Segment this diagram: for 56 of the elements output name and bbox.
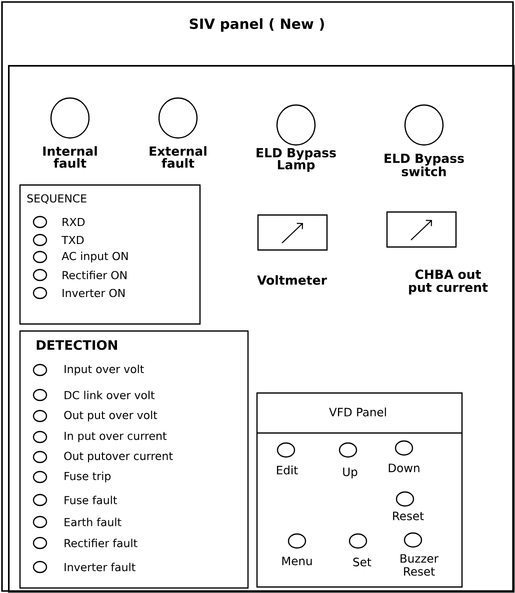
node-label: Edit [276, 466, 298, 474]
node-label: DC link over volt [64, 390, 155, 400]
push-button: Edit [276, 442, 298, 474]
push-button: Menu [282, 533, 312, 566]
node-label: Up [343, 468, 358, 478]
push-button: Set [348, 533, 372, 566]
indicator-lamp: AC input ON [32, 250, 128, 264]
indicator-lamp: Rectifier fault [32, 536, 138, 550]
node-label: Menu [282, 556, 312, 566]
node-label: External fault [150, 146, 206, 168]
indicator-lamp: Out putover current [32, 450, 173, 464]
node-label: Input over volt [64, 364, 144, 376]
indicator-lamp: Fuse fault [32, 494, 117, 506]
node-label: ELD Bypass switch [384, 154, 464, 176]
indicator-lamp: Fuse trip [32, 470, 111, 484]
node-label: Rectifier fault [64, 538, 138, 548]
push-button: Reset [393, 491, 424, 520]
node-label: ELD Bypass Lamp [256, 148, 336, 172]
node-label: Voltmeter [257, 275, 327, 285]
node-label: Internal fault [43, 146, 97, 168]
indicator-lamp: ELD Bypass Lamp [256, 104, 336, 172]
node-label: AC input ON [62, 252, 128, 262]
node-label: TXD [62, 236, 84, 244]
node-label: In put over current [64, 432, 167, 442]
node-label: Out putover current [64, 452, 173, 462]
indicator-lamp: DC link over volt [32, 388, 155, 402]
node-label: Out put over volt [64, 410, 158, 422]
meter: CHBA out put current [386, 211, 488, 294]
indicator-lamp: ELD Bypass switch [384, 104, 464, 176]
indicator-lamp: Input over volt [32, 364, 144, 376]
indicator-lamp: In put over current [32, 430, 167, 444]
node-label: Fuse fault [64, 496, 117, 504]
node-label: RXD [62, 218, 85, 226]
indicator-lamp: Inverter fault [32, 560, 136, 574]
node-label: Set [353, 558, 372, 566]
node-label: Reset [393, 512, 424, 520]
indicator-lamp: TXD [32, 234, 84, 246]
node-label: Fuse trip [64, 472, 111, 482]
indicator-lamp: RXD [32, 216, 85, 228]
node-label: Rectifier ON [62, 270, 126, 280]
push-button: Buzzer Reset [400, 532, 439, 576]
node-label: Inverter fault [64, 562, 136, 572]
node-label: Down [388, 464, 420, 472]
node-label: Earth fault [64, 518, 122, 526]
indicator-lamp: Inverter ON [32, 286, 124, 300]
node-label: Inverter ON [62, 288, 125, 298]
indicator-lamp: Internal fault [43, 97, 97, 168]
indicator-lamp: Earth fault [32, 516, 122, 528]
push-button: Up [338, 442, 358, 478]
indicator-lamp: External fault [150, 97, 206, 168]
indicator-lamp: Rectifier ON [32, 268, 126, 282]
node-label: CHBA out put current [409, 270, 488, 294]
node-label: Buzzer Reset [400, 554, 439, 576]
meter: Voltmeter [257, 214, 328, 285]
indicator-lamp: Out put over volt [32, 410, 158, 422]
push-button: Down [388, 440, 420, 472]
